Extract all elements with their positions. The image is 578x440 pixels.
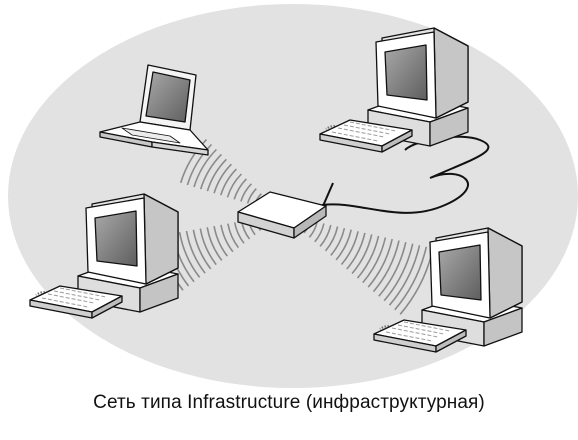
wireless-wave-arc (193, 148, 217, 188)
wireless-wave-arc (206, 158, 227, 192)
desktop-computer-icon (319, 27, 469, 153)
wireless-wave-arc (335, 229, 352, 261)
wireless-wave-arc (356, 235, 380, 279)
wireless-wave-arc (388, 245, 421, 306)
wireless-wave-arc (192, 229, 212, 270)
wireless-wave-arc (199, 228, 217, 266)
wireless-signal-waves (137, 139, 434, 315)
access-point-icon (237, 182, 334, 239)
wireless-wave-arc (186, 143, 213, 186)
wireless-wave-arc (226, 173, 242, 198)
wireless-wave-arc (362, 237, 387, 284)
wireless-wave-arc (324, 226, 339, 252)
wireless-wave-arc (213, 163, 232, 194)
wireless-wave-arc (199, 153, 222, 190)
wireless-wave-arc (314, 223, 325, 243)
wireless-wave-arc (367, 238, 393, 288)
wireless-wave-arc (372, 240, 400, 293)
laptop-icon (99, 64, 209, 156)
wireless-wave-arc (179, 139, 208, 184)
wireless-wave-arc (246, 188, 257, 204)
wireless-wave-arc (220, 224, 234, 253)
wireless-wave-arc (240, 183, 252, 202)
wireless-wave-arc (383, 243, 414, 302)
wireless-wave-arc (330, 228, 346, 256)
wireless-wave-arc (351, 234, 373, 275)
diagram-caption: Сеть типа Infrastructure (инфраструктурн… (93, 392, 485, 413)
wireless-wave-arc (233, 222, 245, 244)
wireless-wave-arc (340, 231, 359, 266)
wireless-wave-arc (319, 224, 332, 247)
wireless-wave-arc (185, 230, 206, 274)
wireless-wave-arc (227, 223, 240, 249)
wireless-wave-arc (220, 168, 237, 196)
wireless-wave-arc (394, 246, 428, 311)
network-cable (321, 135, 490, 214)
wireless-wave-arc (233, 178, 247, 200)
wireless-wave-arc (378, 242, 407, 297)
wireless-wave-arc (206, 227, 223, 261)
wireless-wave-arc (346, 232, 366, 270)
desktop-computer-icon (373, 227, 523, 353)
desktop-computer-icon (29, 193, 179, 319)
wireless-wave-arc (213, 225, 228, 257)
wireless-wave-arc (178, 232, 201, 278)
